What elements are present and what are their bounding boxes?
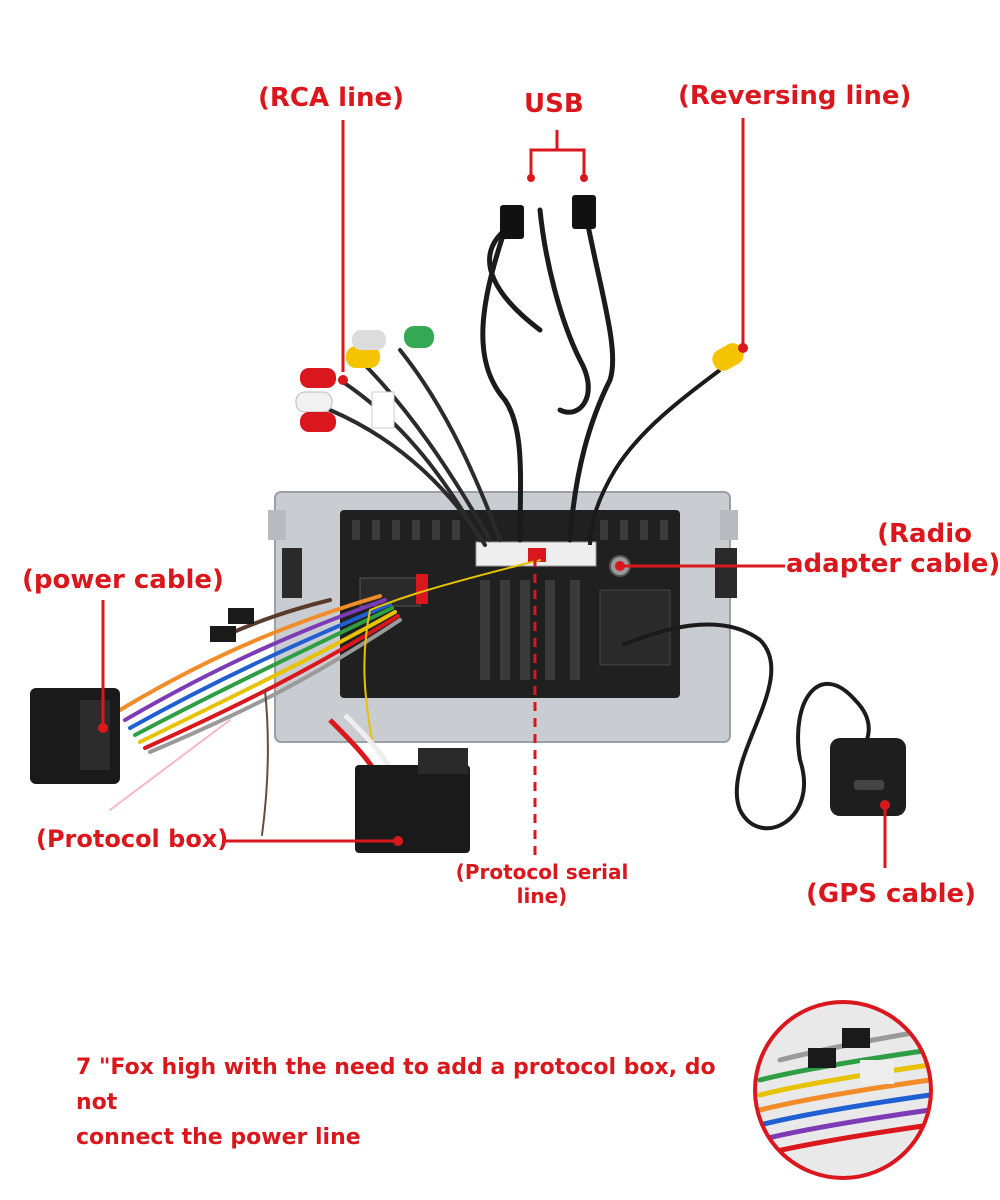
label-power-cable: (power cable): [22, 565, 224, 595]
usb-cables: [480, 207, 616, 543]
inset-zoom: [753, 1000, 933, 1180]
protocol-box-icon: [328, 713, 470, 853]
label-radio-adapter-cable: (Radio adapter cable): [786, 519, 1000, 580]
note-line2: connect the power line: [76, 1125, 361, 1151]
label-radio-line1: (Radio: [877, 519, 972, 549]
usb-plug-icon: [500, 195, 596, 239]
label-reversing-line: (Reversing line): [678, 81, 912, 111]
label-rca-line: (RCA line): [258, 83, 405, 113]
label-serial-line1: (Protocol serial: [455, 860, 629, 884]
label-usb: USB: [524, 89, 584, 119]
label-serial-line2: line): [516, 884, 568, 908]
gps-cable: [621, 622, 871, 831]
reversing-rca-icon: [712, 343, 744, 371]
label-protocol-box: (Protocol box): [36, 825, 229, 853]
installation-note: 7 "Fox high with the need to add a proto…: [76, 1050, 756, 1156]
pointer-lines: [101, 118, 887, 868]
power-harness: [109, 559, 541, 836]
reversing-cable: [588, 368, 722, 546]
rca-connector-icon: [295, 326, 434, 432]
harness-plug-icon: [30, 608, 254, 784]
label-gps-cable: (GPS cable): [806, 879, 977, 909]
gps-antenna-icon: [830, 738, 906, 816]
label-protocol-serial-line: (Protocol serial line): [450, 860, 634, 908]
head-unit: [268, 491, 738, 743]
label-radio-line2: adapter cable): [786, 548, 1000, 579]
pointer-dots: [98, 174, 890, 846]
note-line1: 7 "Fox high with the need to add a proto…: [76, 1055, 716, 1116]
rca-cables: [328, 348, 502, 547]
